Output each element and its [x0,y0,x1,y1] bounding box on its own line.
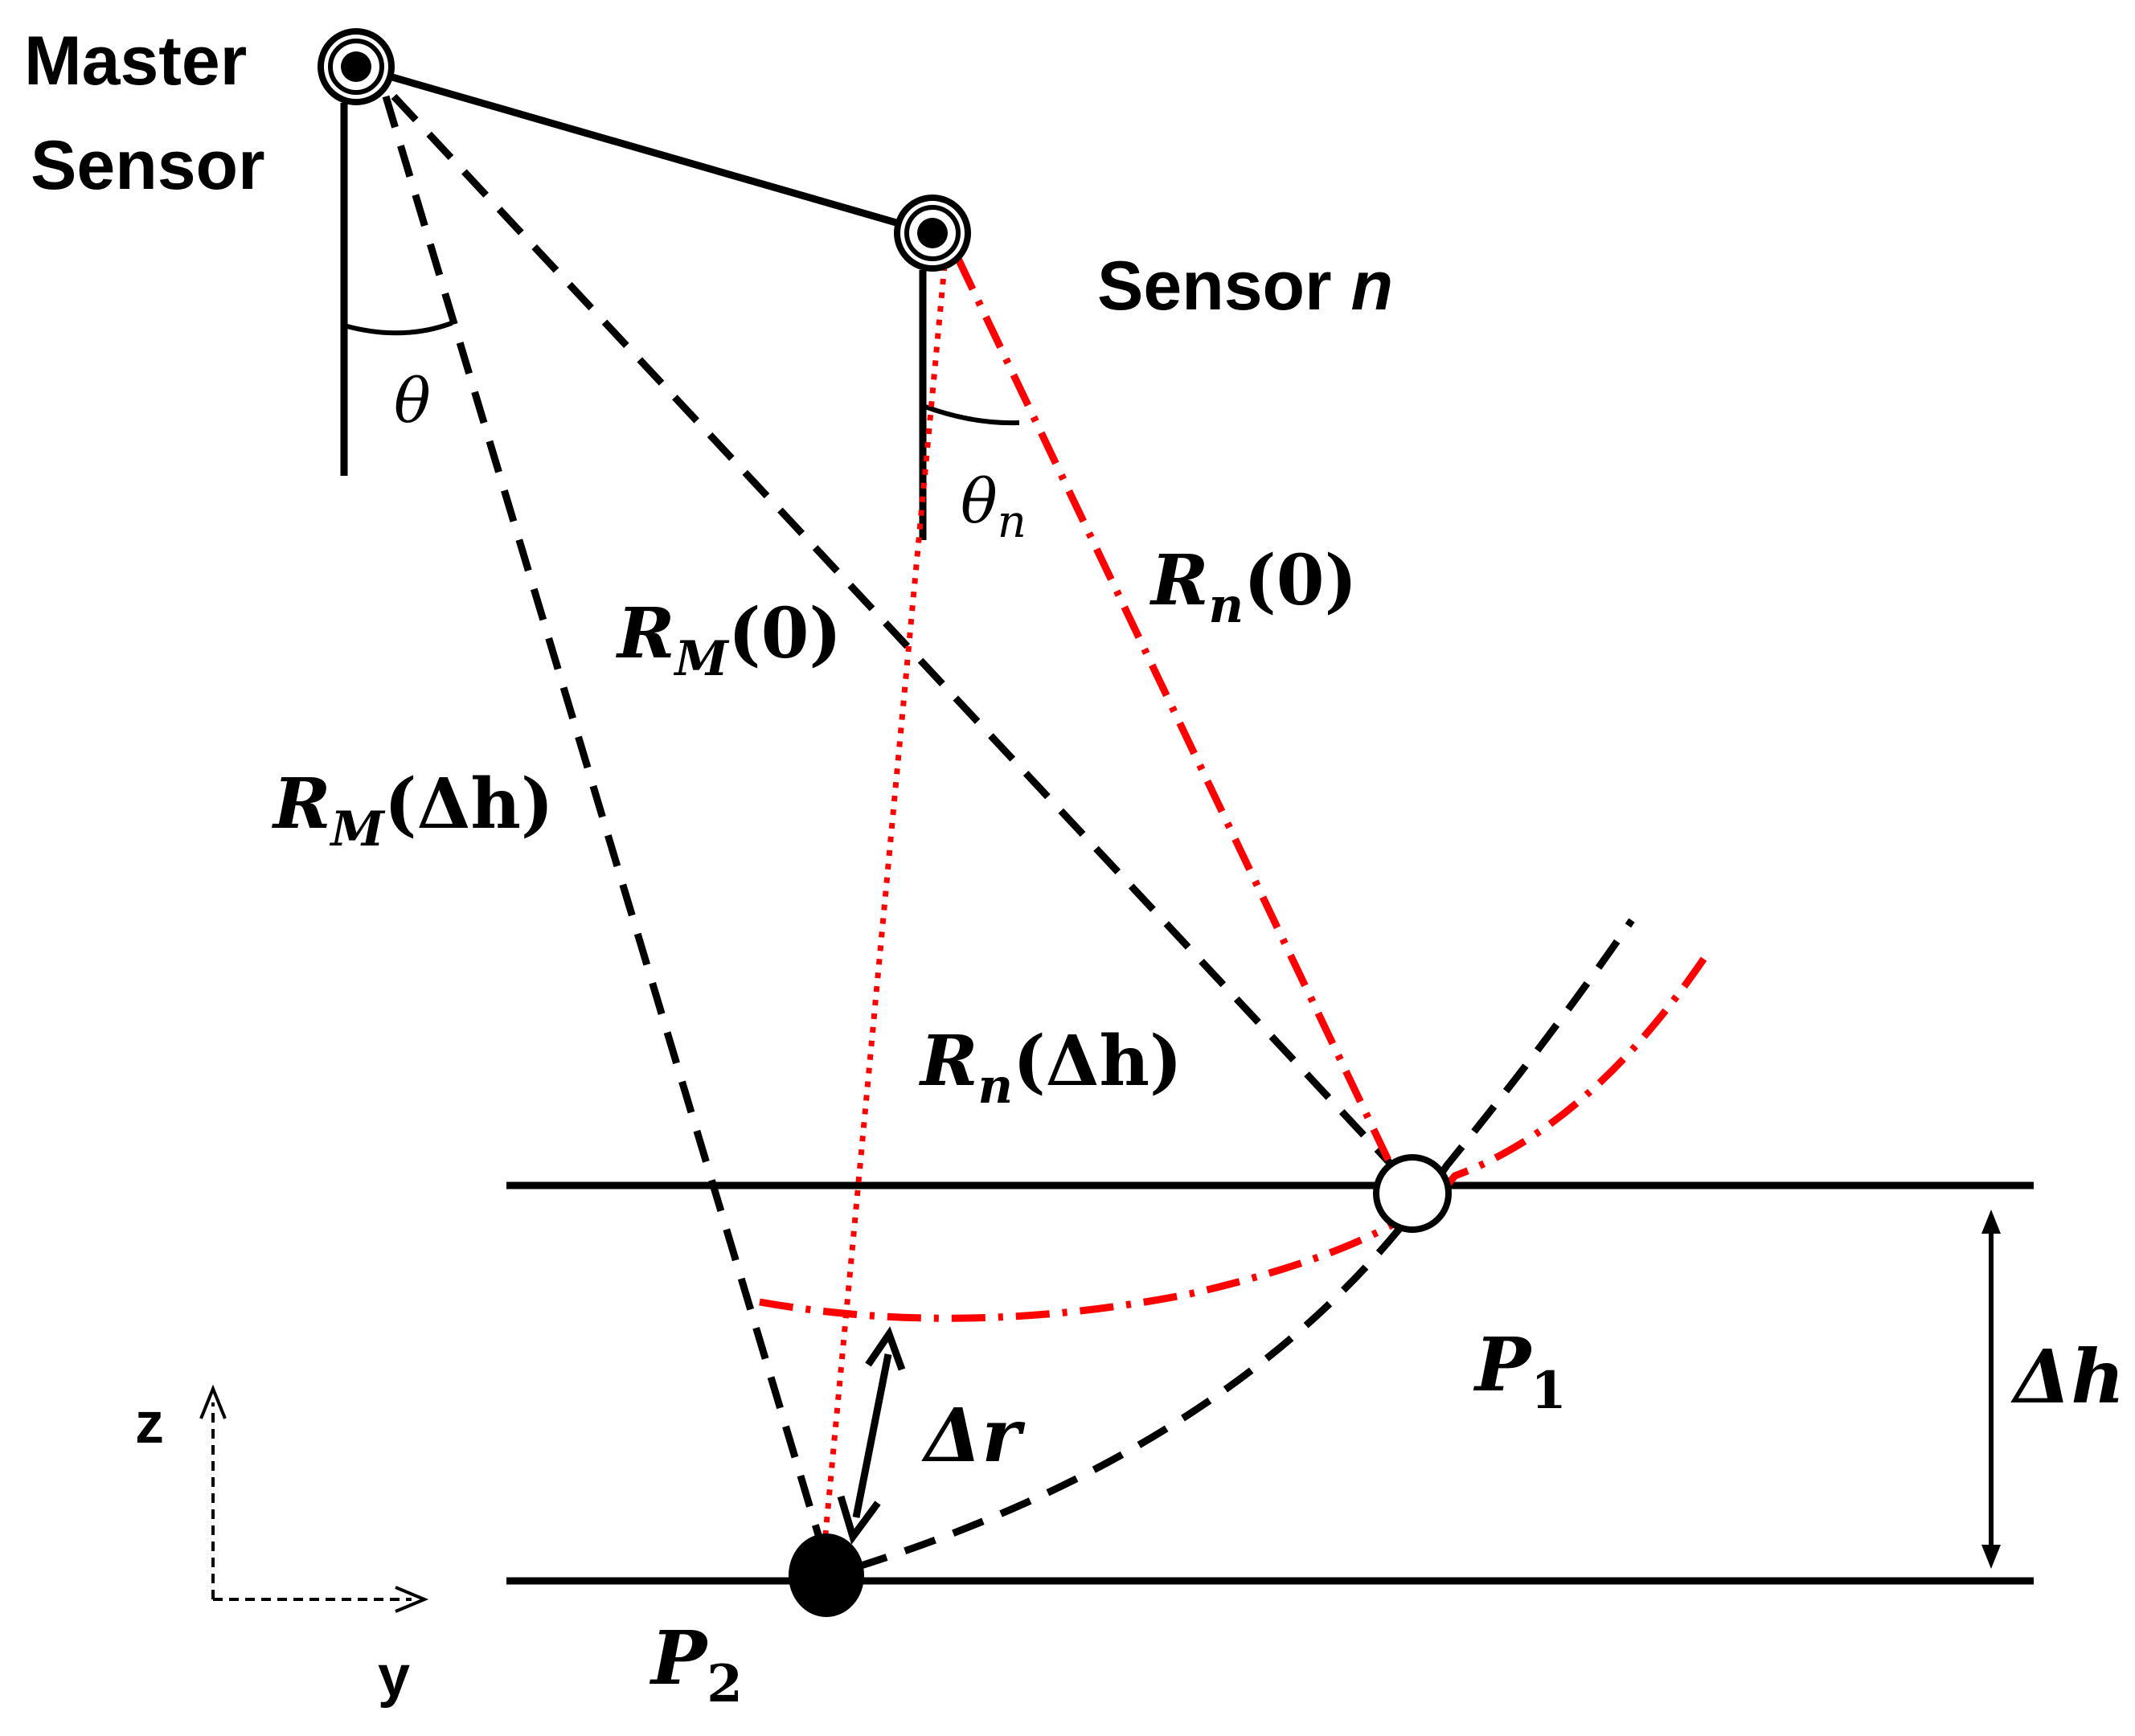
theta-n-label: θn [961,465,1027,548]
theta-n-arc [921,403,1020,426]
theta-label: θ [394,365,431,436]
point-p2-marker [789,1533,864,1617]
delta-r-arrow [837,1326,906,1545]
label-rn-zero: Rn(0) [1149,540,1357,634]
axis-indicator [199,1384,429,1613]
label-delta-r: Δr [921,1392,1026,1479]
axis-z-label: z [135,1391,164,1456]
label-p2: P2 [649,1615,743,1714]
sensor-n-label: Sensor n [1097,248,1393,325]
theta-arc [343,321,453,336]
baseline [354,63,934,237]
label-rm-delta-h: RM(Δh) [271,764,554,858]
range-master-zero [391,93,1414,1189]
range-sensor-n-zero [954,257,1399,1175]
label-rn-delta-h: Rn(Δh) [918,1021,1182,1115]
point-p1-marker [1373,1154,1452,1233]
delta-h-arrow [1981,1210,2001,1569]
master-sensor-label: Master Sensor [24,23,266,204]
master-sensor-symbol [318,28,395,105]
master-iso-range-arc [854,918,1635,1571]
axis-y-label: y [378,1644,410,1709]
sensor-n-symbol [894,194,971,272]
range-sensor-n-delta-h [821,264,948,1552]
sensor-n-iso-range-arc [759,950,1711,1322]
label-rm-zero: RM(0) [615,593,842,687]
label-delta-h: Δh [2010,1333,2125,1420]
label-p1: P1 [1473,1321,1567,1421]
